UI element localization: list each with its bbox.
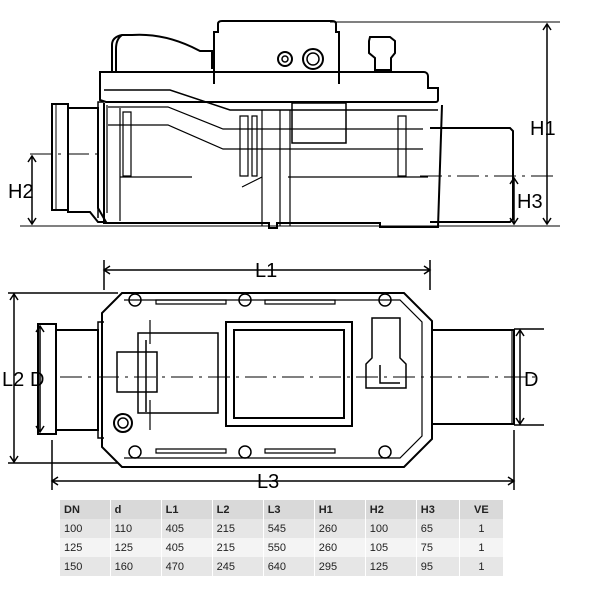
cell: 75 — [416, 538, 460, 557]
col-l2: L2 — [212, 500, 264, 519]
side-control-box — [213, 20, 340, 84]
cell: 1 — [459, 519, 505, 538]
side-top-plate — [99, 71, 439, 103]
label-l1: L1 — [255, 260, 277, 282]
cell: 95 — [416, 557, 460, 576]
top-left-ring — [37, 323, 57, 435]
h2-dimension-line — [27, 154, 37, 226]
top-handle — [365, 317, 407, 389]
side-body — [103, 103, 443, 229]
cell: 105 — [365, 538, 417, 557]
side-left-pipe-ring — [51, 103, 69, 211]
col-d: d — [110, 500, 162, 519]
side-view — [20, 20, 560, 229]
side-base-line — [20, 21, 560, 227]
top-knob — [113, 413, 133, 433]
label-d-left: D — [30, 369, 44, 391]
label-h3: H3 — [517, 191, 543, 213]
top-control-box — [225, 321, 353, 427]
table-row: 150 160 470 245 640 295 125 95 1 — [60, 557, 505, 576]
cell: 545 — [263, 519, 315, 538]
cell: 160 — [110, 557, 162, 576]
l3-dimension-line — [50, 430, 516, 490]
cell: 215 — [212, 538, 264, 557]
top-bolts — [128, 293, 392, 459]
col-h1: H1 — [314, 500, 366, 519]
cell: 150 — [60, 557, 111, 576]
side-large-knob — [302, 48, 324, 70]
cell: 110 — [110, 519, 162, 538]
col-l3: L3 — [263, 500, 315, 519]
side-small-knob — [277, 51, 293, 67]
cell: 125 — [365, 557, 417, 576]
top-left-socket — [55, 329, 99, 431]
col-l1: L1 — [161, 500, 213, 519]
top-view — [8, 260, 544, 490]
top-body-outline — [101, 292, 433, 468]
table-row: 125 125 405 215 550 260 105 75 1 — [60, 538, 505, 557]
col-ve: VE — [459, 500, 505, 519]
cell: 470 — [161, 557, 213, 576]
dimensions-table: DN d L1 L2 L3 H1 H2 H3 VE 100 110 405 21… — [60, 500, 505, 576]
table-row: 100 110 405 215 545 260 100 65 1 — [60, 519, 505, 538]
d-right-dimension-line — [514, 328, 544, 426]
top-slots-upper — [155, 299, 336, 305]
cell: 65 — [416, 519, 460, 538]
col-dn: DN — [60, 500, 111, 519]
cell: 295 — [314, 557, 366, 576]
side-left-socket — [67, 107, 108, 223]
label-h2: H2 — [8, 181, 34, 203]
label-l2: L2 — [2, 369, 24, 391]
cell: 215 — [212, 519, 264, 538]
cell: 100 — [365, 519, 417, 538]
label-l3: L3 — [257, 471, 279, 493]
cell: 405 — [161, 538, 213, 557]
cell: 125 — [110, 538, 162, 557]
h3-dimension-line — [509, 176, 519, 226]
top-hood — [116, 332, 219, 414]
h1-dimension-line — [542, 22, 552, 226]
cell: 260 — [314, 519, 366, 538]
cell: 640 — [263, 557, 315, 576]
table-header-row: DN d L1 L2 L3 H1 H2 H3 VE — [60, 500, 505, 519]
side-right-pipe — [430, 127, 514, 223]
cell: 1 — [459, 557, 505, 576]
l1-dimension-line — [102, 260, 432, 290]
col-h3: H3 — [416, 500, 460, 519]
cell: 100 — [60, 519, 111, 538]
side-hood — [111, 33, 213, 71]
cell: 1 — [459, 538, 505, 557]
l2-dimension-line — [8, 292, 118, 464]
side-handle — [368, 36, 396, 71]
label-d-right: D — [524, 369, 538, 391]
label-h1: H1 — [530, 118, 556, 140]
cell: 245 — [212, 557, 264, 576]
d-left-dimension-line — [35, 324, 45, 434]
cell: 405 — [161, 519, 213, 538]
cell: 260 — [314, 538, 366, 557]
top-slots-lower — [155, 448, 336, 454]
cell: 125 — [60, 538, 111, 557]
side-inner-lines — [106, 105, 423, 221]
cell: 550 — [263, 538, 315, 557]
col-h2: H2 — [365, 500, 417, 519]
side-window — [291, 102, 347, 144]
